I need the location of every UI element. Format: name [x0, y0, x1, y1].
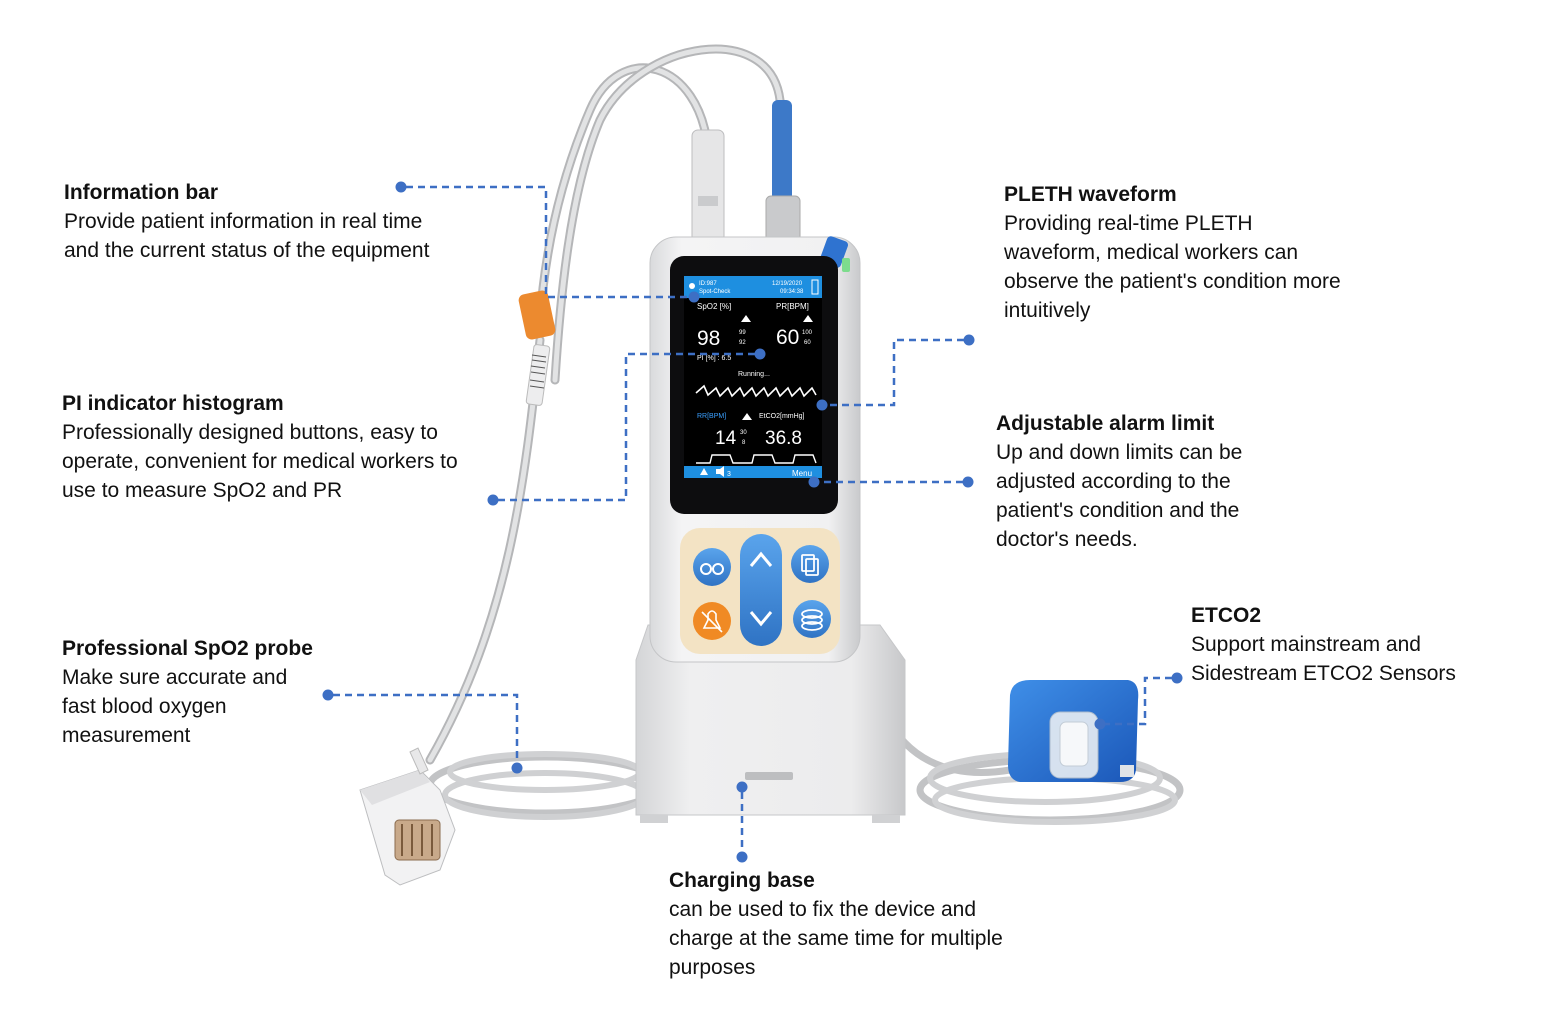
rr-high: 30 [740, 430, 747, 436]
spo2-alarm-icon [741, 315, 751, 322]
callout-body: Make sure accurate and fast blood oxygen… [62, 666, 288, 747]
top-connectors [691, 100, 801, 243]
menu-softkey[interactable]: Menu [792, 469, 812, 478]
callout-pleth-waveform: PLETH waveform Providing real-time PLETH… [1004, 180, 1354, 325]
charging-base [635, 624, 906, 823]
callout-body: Provide patient information in real time… [64, 210, 430, 262]
callout-title: Information bar [64, 181, 219, 204]
spo2-low: 92 [739, 340, 746, 346]
spo2-finger-probe [359, 747, 456, 886]
screen-display [684, 276, 822, 478]
rr-alarm-icon [742, 413, 752, 420]
up-down-rocker[interactable] [740, 534, 782, 646]
cable-tag [518, 290, 556, 406]
callout-body: Professionally designed buttons, easy to… [62, 421, 458, 502]
alarm-mute-icon [702, 610, 722, 629]
spo2-high: 99 [739, 330, 746, 336]
callout-title: PLETH waveform [1004, 183, 1177, 206]
callout-pi-histogram: PI indicator histogram Professionally de… [62, 389, 472, 505]
pr-label: PR[BPM] [776, 302, 809, 311]
alarm-mute-button[interactable] [693, 602, 731, 640]
screen-mode: Spot-Check [699, 289, 731, 295]
callout-etco2: ETCO2 Support mainstream and Sidestream … [1191, 601, 1521, 688]
layers-icon [801, 609, 823, 619]
pr-high: 100 [802, 330, 813, 336]
rr-low: 8 [742, 440, 746, 446]
screen-date: 12/19/2020 [772, 281, 803, 287]
callout-title: Professional SpO2 probe [62, 637, 313, 660]
screen-time: 09:34:38 [780, 289, 804, 295]
callout-body: Providing real-time PLETH waveform, medi… [1004, 212, 1341, 322]
capno-waveform [696, 454, 817, 464]
callout-title: ETCO2 [1191, 604, 1262, 627]
pleth-waveform [695, 384, 817, 398]
callout-leaders [322, 181, 1183, 863]
volume-level: 3 [727, 471, 731, 478]
callout-title: PI indicator histogram [62, 392, 284, 415]
callout-body: Support mainstream and Sidestream ETCO2 … [1191, 633, 1456, 685]
rr-value: 14 [715, 428, 737, 449]
patient-icon [689, 283, 695, 289]
callout-title: Charging base [669, 869, 815, 892]
pr-low: 60 [804, 340, 811, 346]
spo2-label: SpO2 [%] [697, 302, 731, 311]
spo2-value: 98 [697, 327, 720, 350]
power-button[interactable] [693, 548, 731, 586]
etco2-label: EtCO2[mmHg] [759, 413, 805, 420]
rr-label: RR[BPM] [697, 413, 726, 420]
screen-info-bar [684, 276, 822, 298]
etco2-value: 36.8 [765, 428, 802, 449]
battery-icon [811, 279, 819, 295]
callout-charging-base: Charging base can be used to fix the dev… [669, 866, 1034, 982]
speaker-icon [716, 466, 724, 477]
pi-value: PI [%] : 6.5 [697, 355, 731, 362]
arrow-down-icon [749, 611, 773, 627]
callout-body: Up and down limits can be adjusted accor… [996, 441, 1243, 551]
callout-body: can be used to fix the device and charge… [669, 898, 1003, 979]
record-button[interactable] [791, 545, 829, 583]
callout-title: Adjustable alarm limit [996, 412, 1215, 435]
document-icon [801, 554, 815, 572]
callout-spo2-probe: Professional SpO2 probe Make sure accura… [62, 634, 322, 750]
arrow-up-icon [749, 551, 773, 567]
bell-icon [700, 468, 708, 475]
pr-value: 60 [776, 326, 799, 349]
callout-information-bar: Information bar Provide patient informat… [64, 178, 434, 265]
screen-id: ID:987 [699, 281, 717, 287]
callout-alarm-limit: Adjustable alarm limit Up and down limit… [996, 409, 1296, 554]
pr-alarm-icon [803, 315, 813, 322]
power-icon [700, 563, 712, 575]
status-text: Running... [738, 371, 770, 378]
etco2-sensor [1008, 680, 1139, 782]
display-button[interactable] [793, 600, 831, 638]
